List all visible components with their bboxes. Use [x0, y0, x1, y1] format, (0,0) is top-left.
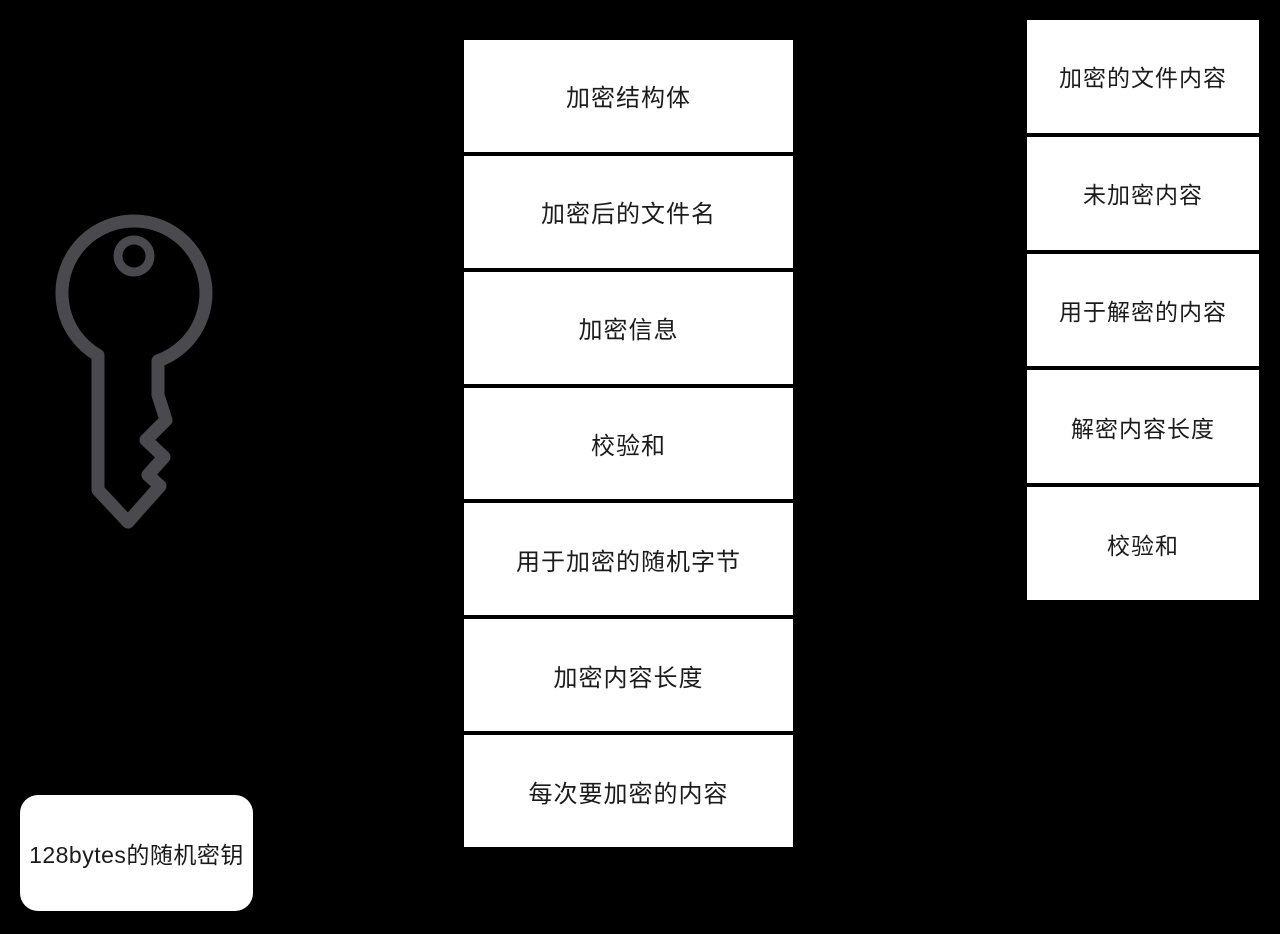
struct-cell: 加密信息	[464, 271, 793, 384]
key-body-outline	[55, 214, 213, 529]
struct-cell-label: 加密内容长度	[553, 664, 704, 692]
struct-cell: 加密内容长度	[464, 619, 793, 732]
key-icon	[55, 214, 213, 529]
key-label-box: 128bytes的随机密钥	[20, 795, 253, 911]
struct-cell-label: 解密内容长度	[1071, 415, 1215, 442]
struct-cell: 用于加密的随机字节	[464, 503, 793, 616]
struct-cell: 校验和	[1027, 487, 1259, 600]
struct-cell-label: 加密信息	[578, 317, 679, 345]
encrypt-structure-column: 加密结构体加密后的文件名加密信息校验和用于加密的随机字节加密内容长度每次要加密的…	[464, 40, 793, 848]
struct-cell-label: 用于加密的随机字节	[516, 548, 741, 576]
struct-cell: 用于解密的内容	[1027, 253, 1259, 367]
key-label-text: 128bytes的随机密钥	[29, 842, 244, 868]
struct-cell-label: 加密结构体	[566, 85, 691, 113]
struct-cell-label: 校验和	[591, 433, 666, 460]
keyhole-circle	[113, 235, 155, 277]
struct-cell: 加密结构体	[464, 40, 793, 152]
struct-cell: 解密内容长度	[1027, 370, 1259, 484]
struct-cell-label: 校验和	[1107, 532, 1179, 559]
struct-cell-label: 加密的文件内容	[1059, 65, 1227, 92]
struct-cell-label: 未加密内容	[1083, 182, 1203, 209]
decrypt-structure-column: 加密的文件内容未加密内容用于解密的内容解密内容长度校验和	[1027, 20, 1259, 600]
struct-cell: 加密后的文件名	[464, 155, 793, 268]
struct-cell: 未加密内容	[1027, 136, 1259, 250]
struct-cell: 每次要加密的内容	[464, 735, 793, 848]
struct-cell: 校验和	[464, 387, 793, 500]
struct-cell: 加密的文件内容	[1027, 20, 1259, 133]
struct-cell-label: 用于解密的内容	[1059, 298, 1227, 325]
struct-cell-label: 每次要加密的内容	[528, 780, 729, 808]
struct-cell-label: 加密后的文件名	[541, 201, 716, 229]
